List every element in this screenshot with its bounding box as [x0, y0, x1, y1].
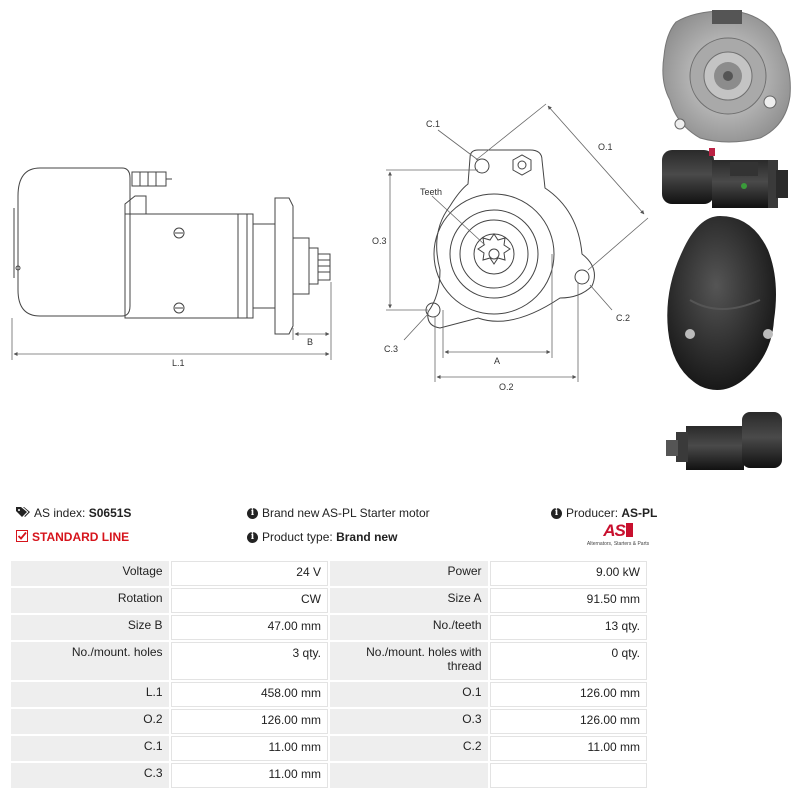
info-icon: i	[247, 532, 258, 544]
technical-drawing: L.1 B C.1 Teeth O.1 O.3 C.2 C.	[11, 10, 791, 470]
spec-key: Size A	[329, 588, 488, 613]
spec-value: 24 V	[170, 561, 328, 586]
spec-key: Rotation	[11, 588, 169, 613]
dimension-label-c2: C.2	[616, 313, 630, 323]
spec-key: C.1	[11, 736, 169, 761]
info-icon: i	[551, 508, 562, 520]
table-row: L.1 458.00 mm O.1 126.00 mm	[11, 682, 647, 707]
producer-label: Producer:	[566, 506, 619, 520]
product-type: i Product type: Brand new	[247, 530, 397, 544]
dimension-label-a: A	[494, 356, 500, 366]
as-index-label: AS index:	[34, 506, 86, 520]
photo-front-flange	[662, 10, 791, 143]
spec-value: CW	[170, 588, 328, 613]
photo-side-view	[662, 148, 788, 208]
spec-key: Voltage	[11, 561, 169, 586]
specifications-table: Voltage 24 V Power 9.00 kW Rotation CW S…	[9, 559, 649, 790]
dimension-label-o2: O.2	[499, 382, 514, 392]
spec-value	[489, 763, 647, 788]
logo-mark: AS	[603, 521, 626, 540]
spec-value: 126.00 mm	[170, 709, 328, 734]
spec-value: 3 qty.	[170, 642, 328, 680]
spec-key: No./mount. holes with thread	[329, 642, 488, 680]
dimension-label-l1: L.1	[172, 358, 185, 368]
table-row: Voltage 24 V Power 9.00 kW	[11, 561, 647, 586]
table-row: Rotation CW Size A 91.50 mm	[11, 588, 647, 613]
side-view-drawing	[13, 167, 331, 335]
spec-key: C.3	[11, 763, 169, 788]
spec-value: 47.00 mm	[170, 615, 328, 640]
producer: i Producer: AS-PL	[551, 506, 657, 520]
producer-value: AS-PL	[621, 506, 658, 520]
product-type-label: Product type:	[262, 530, 333, 544]
spec-key: Size B	[11, 615, 169, 640]
spec-key: L.1	[11, 682, 169, 707]
table-row: C.1 11.00 mm C.2 11.00 mm	[11, 736, 647, 761]
description-text: Brand new AS-PL Starter motor	[262, 506, 430, 520]
as-index-value: S0651S	[88, 506, 132, 520]
front-view-drawing	[425, 149, 595, 329]
front-view-dimensions	[386, 103, 649, 382]
spec-value: 126.00 mm	[489, 682, 647, 707]
spec-value: 126.00 mm	[489, 709, 647, 734]
table-row: Size B 47.00 mm No./teeth 13 qty.	[11, 615, 647, 640]
standard-line-label: STANDARD LINE	[32, 530, 130, 544]
spec-key: O.3	[329, 709, 488, 734]
table-row: C.3 11.00 mm	[11, 763, 647, 788]
spec-key: Power	[329, 561, 488, 586]
spec-key: O.2	[11, 709, 169, 734]
spec-key: C.2	[329, 736, 488, 761]
dimension-label-c3: C.3	[384, 344, 398, 354]
dimension-label-b: B	[307, 337, 313, 347]
photo-side-view-small	[666, 412, 782, 470]
spec-value: 91.50 mm	[489, 588, 647, 613]
spec-value: 13 qty.	[489, 615, 647, 640]
spec-value: 0 qty.	[489, 642, 647, 680]
photo-rear-cover	[667, 216, 776, 390]
dimension-label-o3: O.3	[372, 236, 387, 246]
spec-value: 11.00 mm	[170, 736, 328, 761]
dimension-label-c1: C.1	[426, 119, 440, 129]
side-view-dimensions	[11, 282, 332, 360]
spec-value: 11.00 mm	[170, 763, 328, 788]
logo-tagline: Alternators, Starters & Parts	[586, 541, 650, 547]
as-pl-logo: AS Alternators, Starters & Parts	[583, 521, 653, 555]
info-icon: i	[247, 508, 258, 520]
spec-key	[329, 763, 488, 788]
spec-value: 9.00 kW	[489, 561, 647, 586]
dimension-label-o1: O.1	[598, 142, 613, 152]
standard-line: STANDARD LINE	[16, 530, 129, 545]
checkbox-checked-icon	[16, 530, 28, 545]
spec-key: No./mount. holes	[11, 642, 169, 680]
spec-value: 458.00 mm	[170, 682, 328, 707]
as-index: AS index: S0651S	[16, 506, 131, 521]
table-row: O.2 126.00 mm O.3 126.00 mm	[11, 709, 647, 734]
spec-key: No./teeth	[329, 615, 488, 640]
table-row: No./mount. holes 3 qty. No./mount. holes…	[11, 642, 647, 680]
description: i Brand new AS-PL Starter motor	[247, 506, 430, 520]
spec-key: O.1	[329, 682, 488, 707]
dimension-label-teeth: Teeth	[420, 187, 442, 197]
product-type-value: Brand new	[336, 530, 398, 544]
spec-value: 11.00 mm	[489, 736, 647, 761]
tag-icon	[16, 506, 30, 521]
